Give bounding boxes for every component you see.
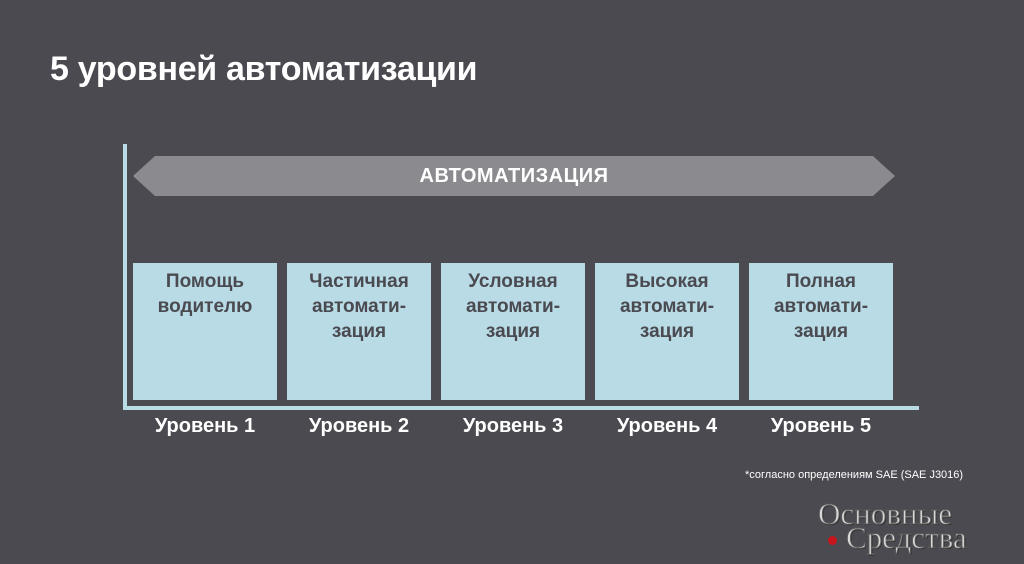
logo-text-line-2: Средства xyxy=(846,520,968,555)
automation-double-arrow: АВТОМАТИЗАЦИЯ xyxy=(133,156,895,196)
level-box-text: автомати- xyxy=(465,296,561,317)
level-box-text: зация xyxy=(639,321,695,342)
level-box-text: Полная xyxy=(786,271,856,292)
level-label-4: Уровень 4 xyxy=(616,415,718,437)
level-box-5: Полная автомати- зация xyxy=(749,263,893,400)
watermark-logo: Основные Средства xyxy=(817,496,1018,558)
level-box-text: Частичная xyxy=(309,271,409,292)
level-box-text: зация xyxy=(331,321,387,342)
level-label-3: Уровень 3 xyxy=(462,415,564,437)
level-box-text: автомати- xyxy=(619,296,715,317)
double-arrow-shape xyxy=(133,156,895,196)
level-box-1: Помощь водителю xyxy=(133,263,277,400)
level-box-text: водителю xyxy=(157,296,253,317)
level-box-text: зация xyxy=(485,321,541,342)
level-box-4: Высокая автомати- зация xyxy=(595,263,739,400)
logo-text-line-1: Основные xyxy=(817,496,953,531)
level-box-text: Высокая xyxy=(625,271,709,292)
footnote: *согласно определениям SAE (SAE J3016) xyxy=(745,469,964,481)
level-label-1: Уровень 1 xyxy=(154,415,256,437)
level-box-text: автомати- xyxy=(311,296,407,317)
slide-title: 5 уровней автоматизации xyxy=(50,50,478,88)
level-box-2: Частичная автомати- зация xyxy=(287,263,431,400)
logo-red-dot-icon xyxy=(828,536,837,545)
level-label-2: Уровень 2 xyxy=(308,415,410,437)
level-box-text: Помощь xyxy=(165,271,245,292)
vertical-axis-line xyxy=(123,144,127,410)
level-box-text: зация xyxy=(793,321,849,342)
level-box-3: Условная автомати- зация xyxy=(441,263,585,400)
horizontal-axis-line xyxy=(123,406,919,410)
arrow-label: АВТОМАТИЗАЦИЯ xyxy=(419,165,609,187)
level-box-text: автомати- xyxy=(773,296,869,317)
level-label-5: Уровень 5 xyxy=(770,415,872,437)
level-box-text: Условная xyxy=(468,271,558,292)
